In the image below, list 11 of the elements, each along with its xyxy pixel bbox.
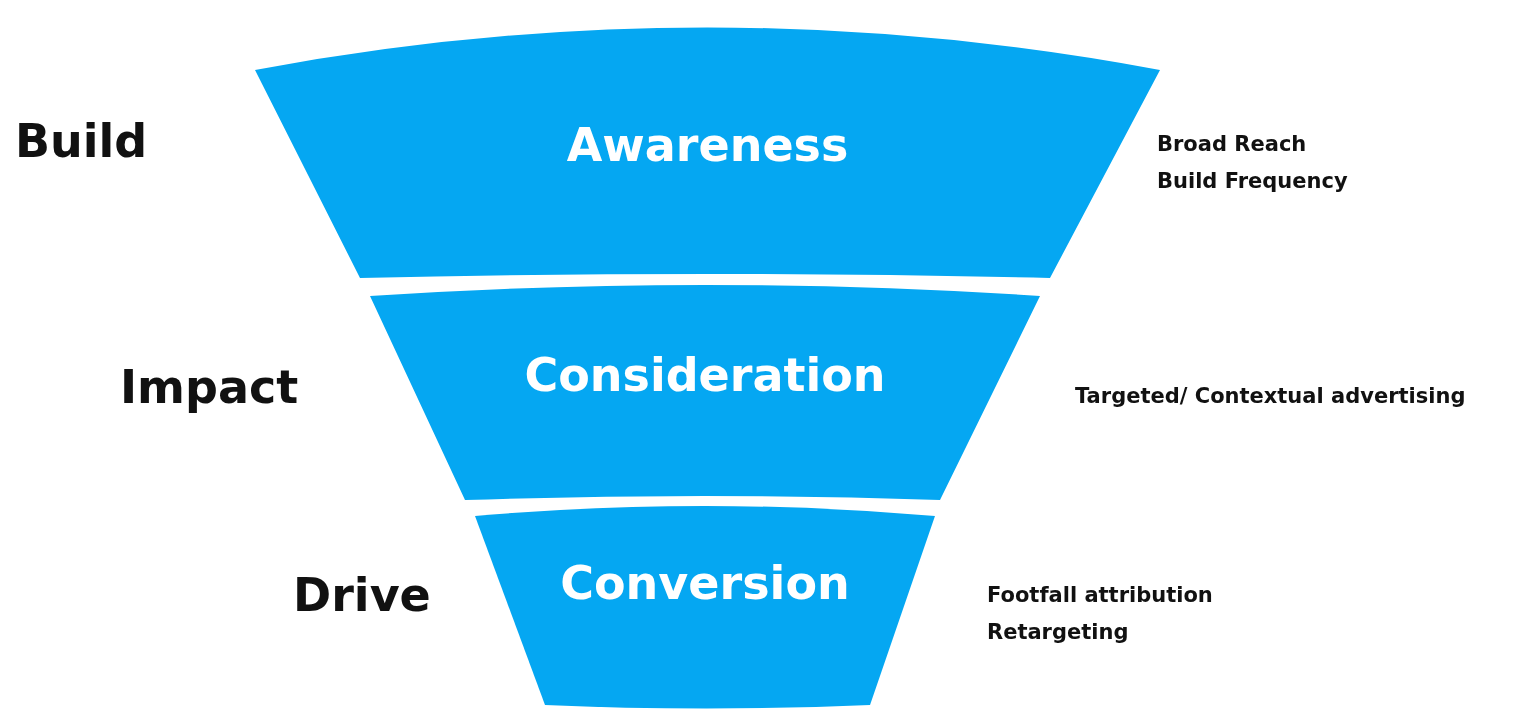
- stage-label: Impact: [120, 360, 299, 414]
- stage-label: Build: [15, 114, 148, 168]
- stage-label: Drive: [293, 568, 431, 622]
- stage-title: Consideration: [523, 348, 887, 402]
- note-text: Footfall attribution: [987, 583, 1213, 607]
- note-text: Broad Reach: [1157, 132, 1307, 156]
- stage-title: Conversion: [559, 556, 851, 610]
- note-text: Build Frequency: [1157, 169, 1348, 193]
- note-text: Targeted/ Contextual advertising: [1075, 384, 1466, 408]
- note-text: Retargeting: [987, 620, 1129, 644]
- stage-title: Awareness: [565, 118, 850, 172]
